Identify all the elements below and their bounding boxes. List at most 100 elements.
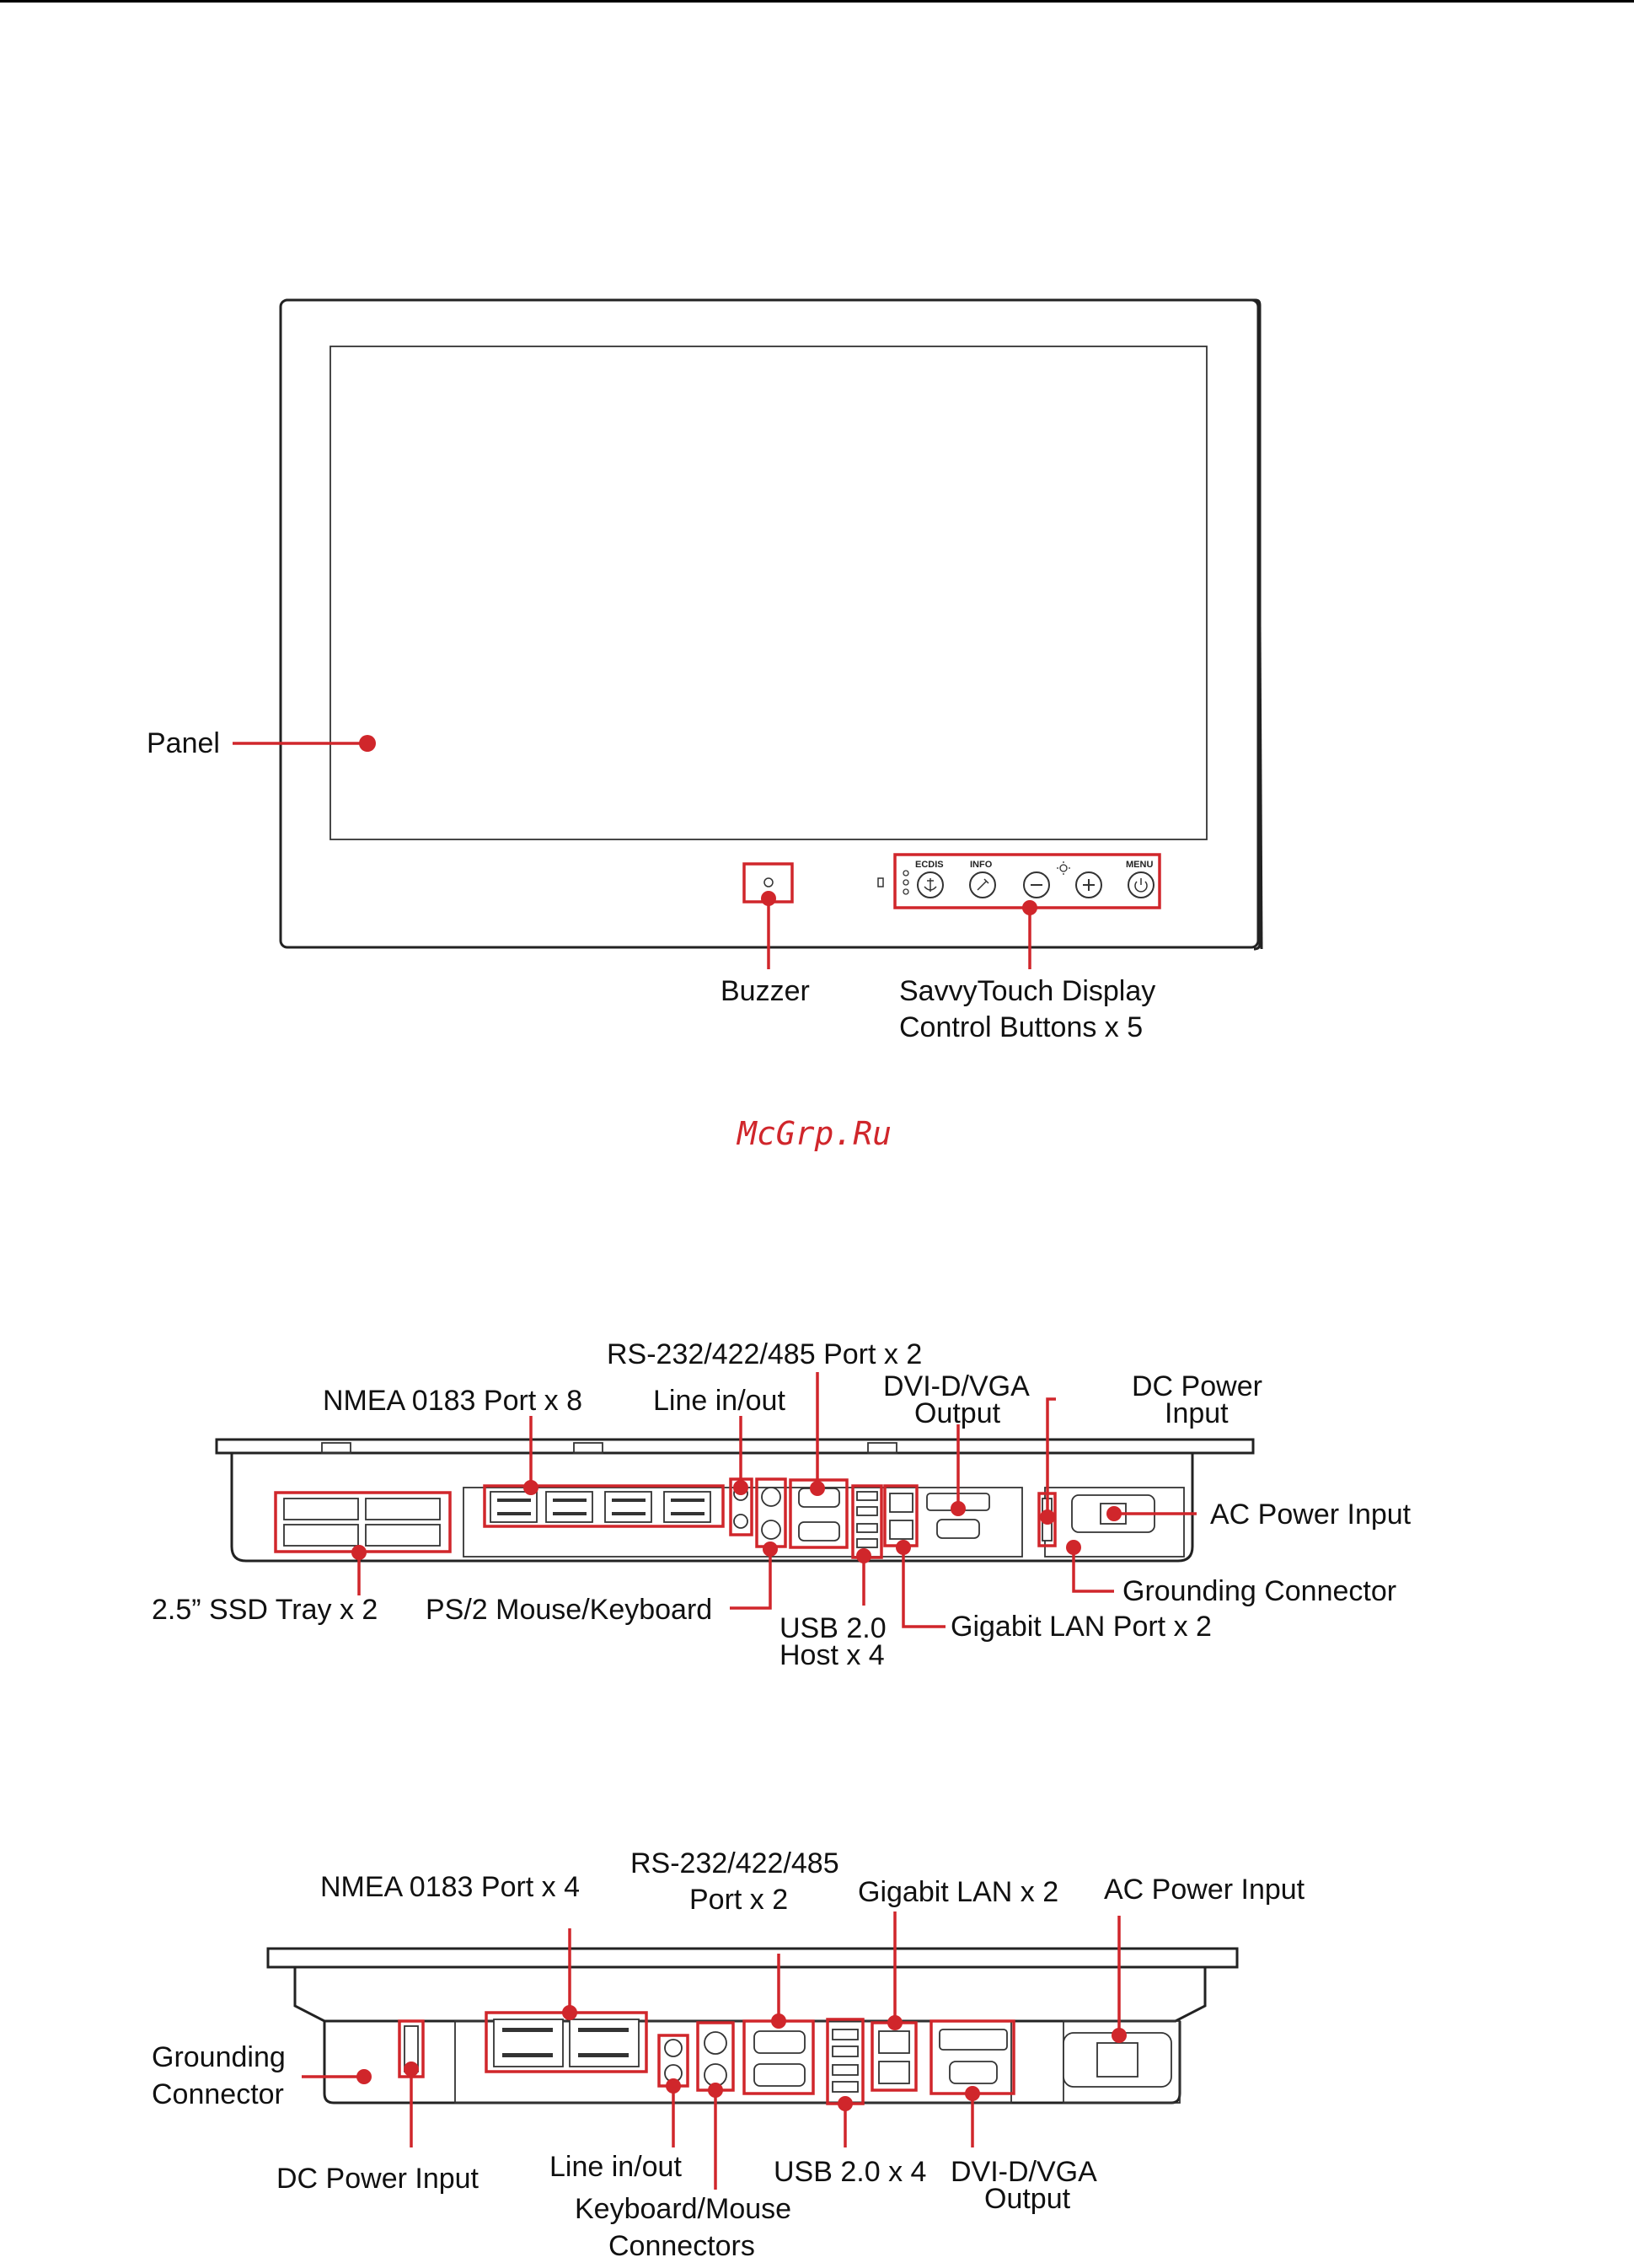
dvi-port[interactable] — [939, 2029, 1008, 2051]
rear1-tab — [321, 1442, 351, 1454]
watermark: McGrp.Ru — [736, 1115, 892, 1152]
usb-marker — [838, 2096, 853, 2111]
nmea-terminal-block[interactable] — [604, 1491, 652, 1523]
dvi-vga-marker — [965, 2086, 980, 2101]
label-buzzer: Buzzer — [721, 975, 810, 1007]
serial-port[interactable] — [753, 2063, 806, 2087]
label-line-in-out: Line in/out — [549, 2151, 682, 2183]
indicator-led-icon — [903, 879, 909, 886]
ac-power-inlet — [1096, 2042, 1138, 2078]
control-button-info[interactable]: INFO — [969, 860, 996, 898]
serial-port[interactable] — [753, 2030, 806, 2054]
ps2-port[interactable] — [761, 1487, 781, 1507]
ssd-tray-highlight — [274, 1491, 452, 1553]
nmea-terminal-block[interactable] — [490, 1491, 538, 1523]
dc-power-marker — [1040, 1509, 1055, 1525]
label-panel: Panel — [147, 727, 220, 759]
ac-power-marker — [1106, 1506, 1122, 1521]
top-rule — [0, 0, 1634, 3]
control-button-menu[interactable]: MENU — [1126, 860, 1155, 898]
label-grounding: Grounding Connector — [1122, 1575, 1396, 1607]
control-button-plus[interactable] — [1075, 871, 1102, 898]
label-ssd-tray: 2.5” SSD Tray x 2 — [152, 1594, 378, 1626]
label-ac-power: AC Power Input — [1104, 1874, 1305, 1906]
dvi-vga-marker — [951, 1501, 966, 1516]
ps2-leader — [730, 1549, 772, 1610]
grounding-leader — [1072, 1547, 1114, 1593]
ps2-port[interactable] — [704, 2031, 727, 2055]
ssd-tray[interactable] — [365, 1498, 441, 1520]
label-usb-line2: Host x 4 — [779, 1639, 885, 1671]
usb-port[interactable] — [856, 1538, 878, 1548]
label-ps2: PS/2 Mouse/Keyboard — [426, 1594, 712, 1626]
nmea-terminal-block[interactable] — [663, 1491, 711, 1523]
ps2-marker — [763, 1541, 778, 1557]
indicator-led-icon — [903, 888, 909, 895]
label-usb: USB 2.0 x 4 — [774, 2156, 926, 2188]
rear-view-1: RS-232/422/485 Port x 2 NMEA 0183 Port x… — [152, 1338, 1412, 1671]
front-bezel — [279, 298, 1260, 949]
usb-port[interactable] — [856, 1523, 878, 1533]
front-bezel-top — [287, 298, 1262, 951]
ps2-port[interactable] — [761, 1520, 781, 1540]
label-kbd-line1: Keyboard/Mouse — [575, 2193, 791, 2225]
vga-port[interactable] — [949, 2061, 998, 2084]
grounding-marker — [1066, 1540, 1081, 1555]
nmea-terminal-block[interactable] — [493, 2019, 564, 2067]
buttons-marker — [1022, 900, 1037, 915]
label-nmea-port: NMEA 0183 Port x 4 — [320, 1871, 580, 1903]
nmea-terminal-block[interactable] — [545, 1491, 593, 1523]
line-in-out-marker — [733, 1480, 748, 1495]
indicator-led-icon — [903, 870, 909, 877]
nmea-terminal-block[interactable] — [569, 2019, 640, 2067]
rear2-shoulder — [293, 1967, 1207, 2023]
label-dc-power-line2: Input — [1165, 1397, 1229, 1429]
usb-port[interactable] — [856, 1506, 878, 1516]
rear-view-2: RS-232/422/485 Port x 2 NMEA 0183 Port x… — [152, 1847, 1305, 2262]
label-rs232-line2: Port x 2 — [689, 1884, 788, 1916]
rear2-top-rim — [266, 1947, 1239, 1969]
usb-port[interactable] — [832, 2029, 859, 2040]
label-rs232-line1: RS-232/422/485 — [630, 1847, 839, 1879]
label-nmea-port: NMEA 0183 Port x 8 — [323, 1385, 582, 1417]
audio-jack[interactable] — [733, 1514, 748, 1529]
rear1-tab — [573, 1442, 603, 1454]
vga-port[interactable] — [936, 1519, 980, 1539]
control-button-ecdis[interactable]: ECDIS — [915, 860, 944, 898]
front-view: ECDIS INFO MENU — [147, 298, 1263, 1043]
usb-port[interactable] — [832, 2045, 859, 2057]
panel-screen — [329, 346, 1208, 840]
dc-power-marker — [404, 2062, 419, 2077]
button-caption-menu: MENU — [1126, 860, 1153, 870]
ssd-tray[interactable] — [365, 1524, 441, 1547]
lan-marker — [887, 2015, 903, 2030]
usb-port[interactable] — [832, 2064, 859, 2076]
status-indicator-icon — [877, 877, 884, 887]
line-in-out-marker — [666, 2078, 681, 2094]
ssd-tray[interactable] — [283, 1498, 359, 1520]
label-dvi-vga-line2: Output — [914, 1397, 1001, 1429]
brightness-icon — [1057, 861, 1070, 875]
lan-port[interactable] — [889, 1520, 913, 1540]
audio-jack[interactable] — [664, 2039, 683, 2057]
label-dc-power: DC Power Input — [276, 2163, 479, 2195]
buzzer-icon — [763, 877, 774, 887]
lan-port[interactable] — [878, 2061, 910, 2084]
lan-leader — [902, 1547, 946, 1628]
ssd-tray[interactable] — [283, 1524, 359, 1547]
label-grounding-line1: Grounding — [152, 2041, 286, 2073]
serial-port[interactable] — [798, 1521, 840, 1541]
panel-marker — [359, 735, 376, 752]
label-line-in-out: Line in/out — [653, 1385, 785, 1417]
lan-port[interactable] — [889, 1493, 913, 1513]
nmea-marker — [523, 1480, 538, 1495]
control-button-minus[interactable] — [1023, 871, 1050, 898]
lan-port[interactable] — [878, 2030, 910, 2054]
usb-port[interactable] — [856, 1491, 878, 1501]
usb-port[interactable] — [832, 2081, 859, 2093]
ac-power-marker — [1112, 2028, 1127, 2043]
label-lan: Gigabit LAN x 2 — [858, 1876, 1058, 1908]
nmea-marker — [562, 2005, 577, 2020]
label-dvi-vga-line2: Output — [984, 2183, 1071, 2215]
